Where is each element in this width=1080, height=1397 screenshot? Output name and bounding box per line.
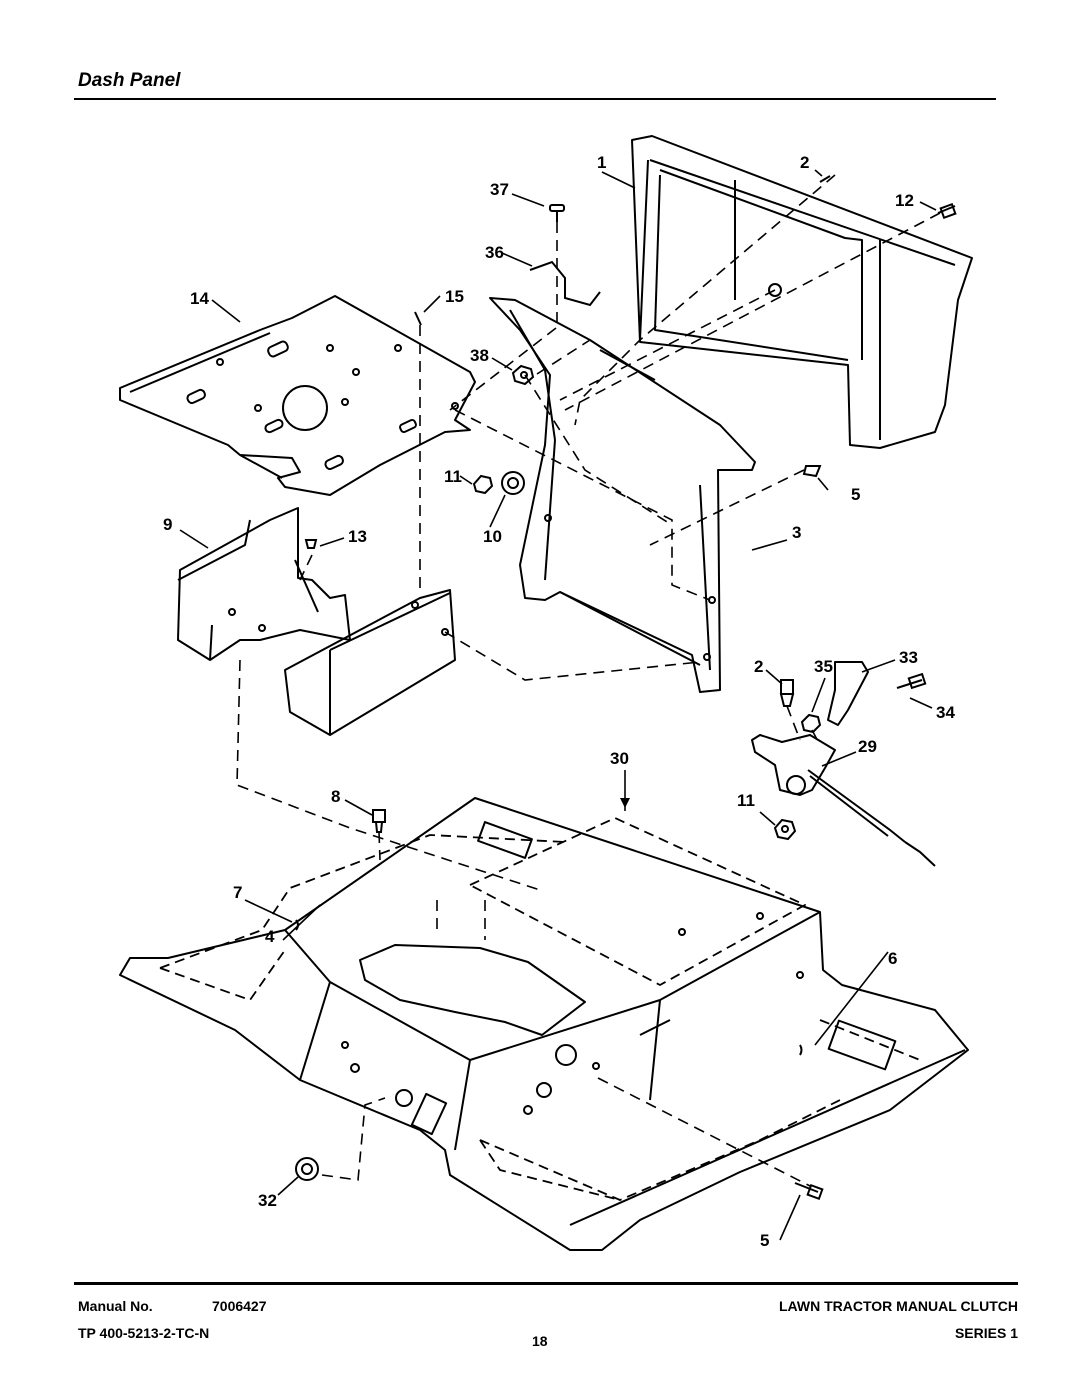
bolt-2-lower <box>780 679 794 695</box>
spring-clip-36 <box>529 260 601 307</box>
manual-label: Manual No. <box>78 1298 153 1314</box>
dash-cover-part <box>631 135 973 449</box>
grommet-32 <box>295 1157 319 1181</box>
callout-33: 33 <box>899 648 918 667</box>
carriage-bolt-37 <box>549 204 565 212</box>
grommet-10 <box>501 471 525 495</box>
frame-platform-part <box>119 797 969 1251</box>
callout-35: 35 <box>814 657 833 676</box>
callout-32: 32 <box>258 1191 277 1210</box>
callout-12: 12 <box>895 191 914 210</box>
bolt-13 <box>304 539 318 549</box>
callout-15: 15 <box>445 287 464 306</box>
callout-29: 29 <box>858 737 877 756</box>
callout-9: 9 <box>163 515 172 534</box>
clip-6 <box>799 1044 803 1056</box>
nut-38 <box>511 364 535 386</box>
callout-30: 30 <box>610 749 629 768</box>
callout-4: 4 <box>265 927 275 946</box>
callout-3: 3 <box>792 523 801 542</box>
nut-11-lower <box>773 818 797 841</box>
callout-14: 14 <box>190 289 209 308</box>
callout-8: 8 <box>331 787 340 806</box>
clutch-lever-assembly <box>751 661 936 867</box>
callout-10: 10 <box>483 527 502 546</box>
callout-11-lower: 11 <box>737 791 755 810</box>
callout-5-lower: 5 <box>760 1231 769 1250</box>
screw-2-top <box>819 175 831 183</box>
callout-36: 36 <box>485 243 504 262</box>
callout-leader-lines <box>179 169 937 1241</box>
assembly-dashed-lines <box>236 174 941 1187</box>
bolt-8 <box>372 809 386 823</box>
product-name: LAWN TRACTOR MANUAL CLUTCH <box>778 1298 1018 1314</box>
callout-7: 7 <box>233 883 242 902</box>
callout-37: 37 <box>490 180 509 199</box>
page-title: Dash Panel <box>78 70 181 91</box>
screw-5-lower <box>794 1182 819 1193</box>
arrow-30 <box>620 798 630 808</box>
callout-5-upper: 5 <box>851 485 860 504</box>
callout-2-top: 2 <box>800 153 809 172</box>
callout-labels: 1 2 12 37 36 14 15 38 11 10 5 3 9 13 2 3… <box>163 153 955 1250</box>
title-divider <box>74 98 996 100</box>
platform-dashed-outlines <box>159 817 921 1201</box>
callout-13: 13 <box>348 527 367 546</box>
mounting-plate-part <box>119 295 476 496</box>
bracket-part <box>177 507 351 661</box>
callout-2-lower: 2 <box>754 657 763 676</box>
manual-number: 7006427 <box>212 1298 267 1314</box>
callout-11-upper: 11 <box>444 467 462 486</box>
bolt-15 <box>414 311 422 326</box>
tp-number: TP 400-5213-2-TC-N <box>78 1325 210 1341</box>
callout-34: 34 <box>936 703 955 722</box>
bolt-34 <box>896 679 923 689</box>
series-label: SERIES 1 <box>954 1325 1018 1341</box>
dash-panel-part <box>489 297 756 693</box>
console-box-part <box>284 589 456 736</box>
callout-38: 38 <box>470 346 489 365</box>
screw-5-upper <box>802 465 822 478</box>
callout-6: 6 <box>888 949 897 968</box>
callout-1: 1 <box>597 153 606 172</box>
nut-11-upper <box>472 474 494 495</box>
nut-35 <box>800 713 822 734</box>
page-number: 18 <box>532 1333 548 1349</box>
screw-12-head <box>939 202 957 220</box>
footer-divider <box>74 1282 1018 1285</box>
hardware-group <box>295 175 957 1201</box>
